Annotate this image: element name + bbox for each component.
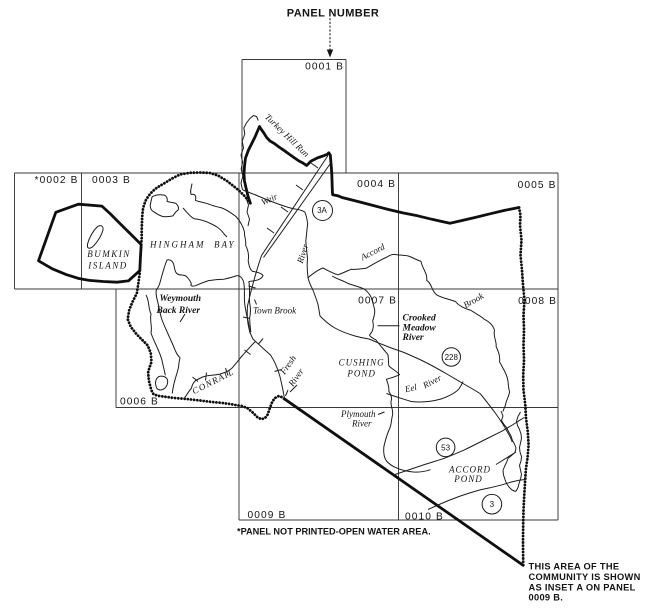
svg-text:AS INSET A ON PANEL: AS INSET A ON PANEL [529, 583, 636, 593]
svg-text:0005 B: 0005 B [518, 180, 557, 191]
svg-text:PANEL NUMBER: PANEL NUMBER [287, 8, 379, 20]
svg-text:BUMKIN: BUMKIN [87, 249, 131, 259]
svg-text:0009 B.: 0009 B. [529, 593, 564, 603]
svg-text:THIS AREA OF THE: THIS AREA OF THE [529, 562, 620, 572]
svg-text:Plymouth: Plymouth [340, 409, 376, 419]
svg-text:3: 3 [490, 500, 495, 509]
svg-text:0008 B: 0008 B [518, 296, 557, 307]
svg-text:0001 B: 0001 B [305, 62, 344, 73]
svg-text:COMMUNITY IS SHOWN: COMMUNITY IS SHOWN [529, 572, 641, 582]
svg-text:Back River: Back River [156, 306, 201, 316]
svg-text:*0002 B: *0002 B [35, 175, 79, 186]
svg-text:53: 53 [441, 443, 450, 452]
svg-text:0007 B: 0007 B [358, 296, 397, 307]
svg-text:ISLAND: ISLAND [87, 261, 128, 271]
svg-text:POND: POND [346, 369, 376, 379]
svg-text:228: 228 [445, 353, 459, 362]
svg-text:ACCORD: ACCORD [448, 465, 491, 475]
svg-text:0009 B: 0009 B [248, 510, 287, 521]
svg-text:HINGHAM BAY: HINGHAM BAY [149, 240, 236, 250]
svg-text:Weymouth: Weymouth [160, 294, 202, 304]
svg-text:POND: POND [453, 474, 483, 484]
svg-text:CUSHING: CUSHING [339, 358, 385, 368]
svg-text:River: River [351, 419, 372, 429]
svg-text:3A: 3A [317, 206, 327, 215]
svg-text:*PANEL NOT PRINTED-OPEN WATER: *PANEL NOT PRINTED-OPEN WATER AREA. [237, 527, 431, 537]
svg-text:0004 B: 0004 B [357, 179, 396, 190]
svg-text:Crooked: Crooked [403, 314, 437, 324]
svg-text:River: River [402, 333, 424, 343]
svg-text:0006 B: 0006 B [120, 397, 159, 408]
svg-text:Town Brook: Town Brook [253, 306, 297, 316]
svg-text:Meadow: Meadow [402, 324, 437, 334]
svg-text:Eel: Eel [403, 382, 418, 395]
svg-text:0003 B: 0003 B [92, 175, 131, 186]
svg-text:0010 B: 0010 B [405, 512, 444, 523]
